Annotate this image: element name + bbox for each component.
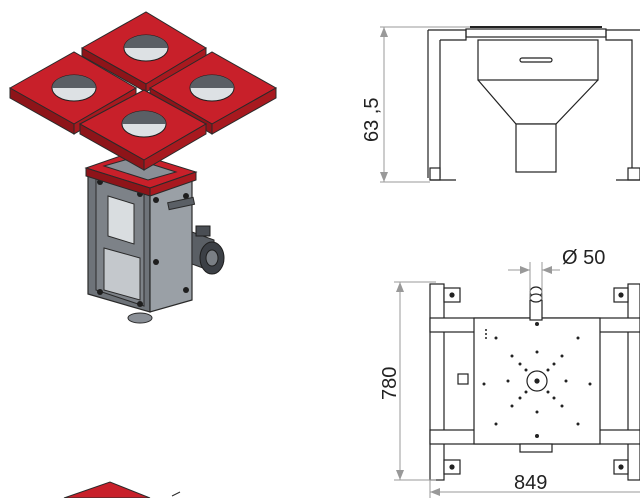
side-elevation-view <box>427 26 640 181</box>
motor <box>191 225 225 275</box>
second-tray-partial <box>63 481 181 498</box>
depth-dimension: 780 <box>379 281 436 481</box>
top-frame <box>84 151 198 197</box>
tray-grid <box>8 11 278 171</box>
height-dimension-label: 63 ,5 <box>361 98 383 142</box>
width-dimension-label: 849 <box>514 472 547 494</box>
isometric-view <box>8 11 278 498</box>
top-plan-view <box>429 283 640 481</box>
tray-tile-bottom <box>78 89 208 171</box>
depth-dimension-label: 780 <box>379 367 401 400</box>
height-dimension: 63 ,5 <box>361 26 470 183</box>
mounting-holes <box>482 322 592 438</box>
tray-tile-top <box>80 11 207 93</box>
diameter-dimension: Ø 50 <box>508 247 605 300</box>
diameter-dimension-label: Ø 50 <box>562 247 605 269</box>
width-dimension: 849 <box>429 472 640 498</box>
